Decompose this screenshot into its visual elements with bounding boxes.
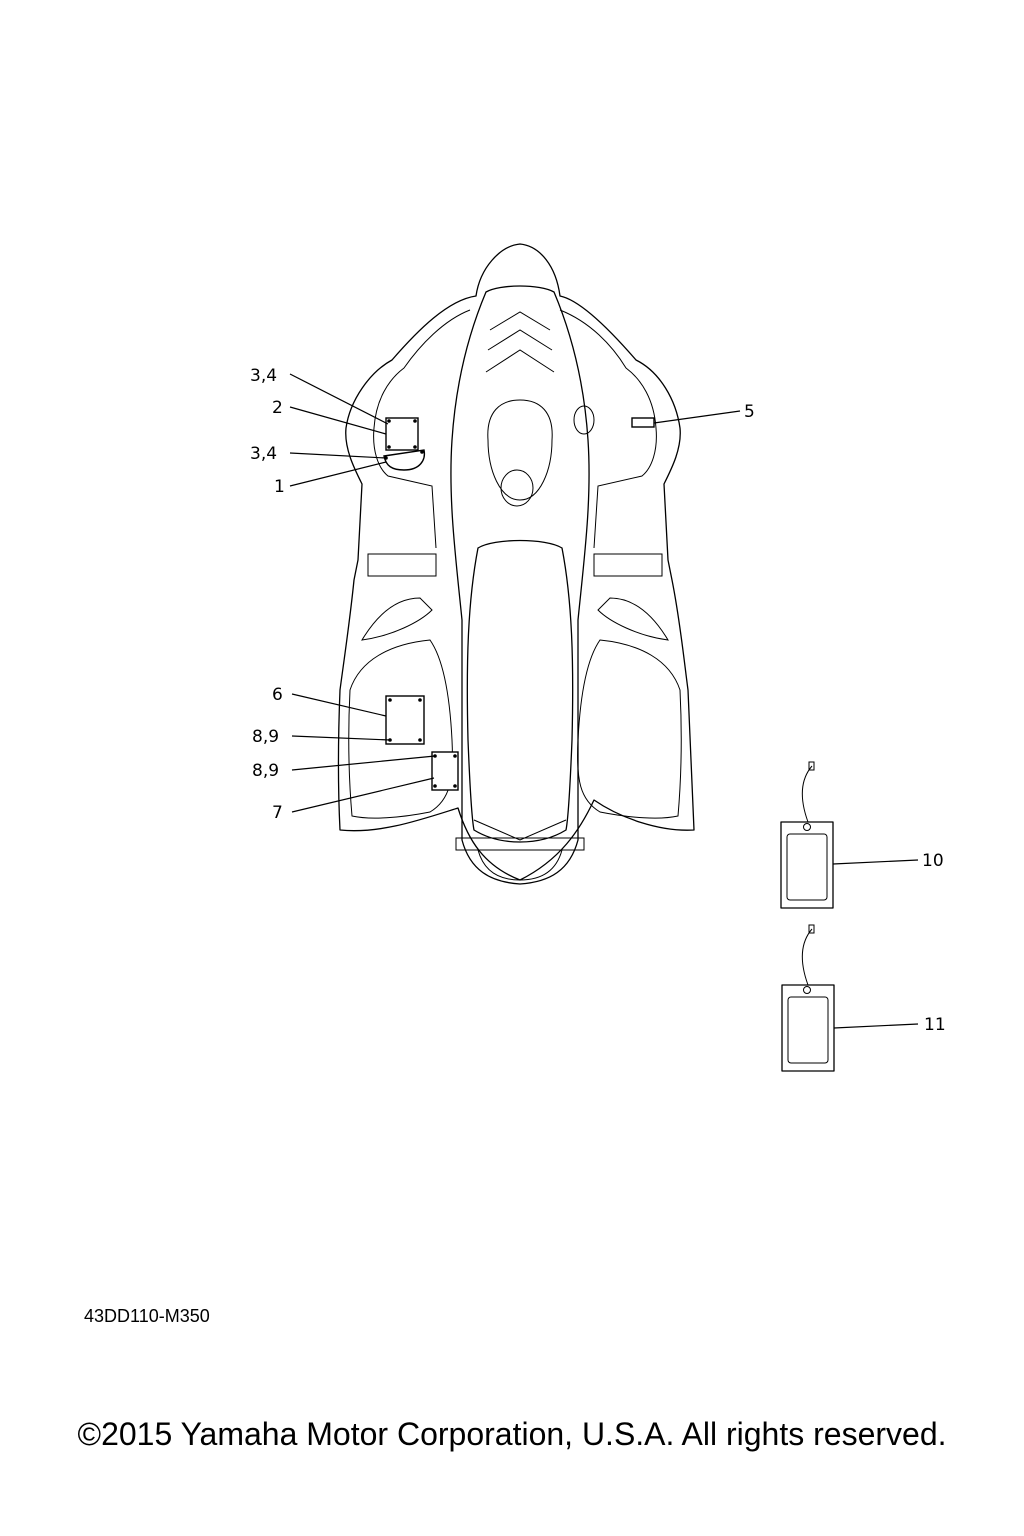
label-6 xyxy=(385,695,425,745)
hang-tag-10 xyxy=(780,761,834,909)
callout-5: 5 xyxy=(744,402,755,422)
callout-2: 2 xyxy=(272,398,283,418)
hull-labels xyxy=(383,417,655,791)
callout-10: 10 xyxy=(922,851,944,871)
seat xyxy=(466,539,574,843)
hull-outline xyxy=(337,243,695,881)
copyright-notice: ©2015 Yamaha Motor Corporation, U.S.A. A… xyxy=(77,1416,947,1452)
callout-11: 11 xyxy=(924,1015,946,1035)
watercraft-top-view xyxy=(337,243,695,885)
leader-lines xyxy=(289,373,919,1029)
label-1 xyxy=(383,449,426,471)
callouts: 3,4 2 3,4 1 5 6 8,9 8,9 7 10 11 xyxy=(250,366,946,1035)
hang-tag-11 xyxy=(781,924,835,1072)
stern-platform xyxy=(455,837,585,851)
label-7 xyxy=(431,751,459,791)
callout-3-4-upper: 3,4 xyxy=(250,366,277,386)
deck-spine xyxy=(450,285,590,885)
left-footwell-strip xyxy=(367,553,437,577)
label-5 xyxy=(631,417,655,428)
callout-8-9-lower: 8,9 xyxy=(252,761,279,781)
label-2 xyxy=(385,417,419,451)
callout-6: 6 xyxy=(272,685,283,705)
right-footwell xyxy=(577,639,682,819)
diagram-code: 43DD110-M350 xyxy=(84,1306,210,1326)
right-footwell-strip xyxy=(593,553,663,577)
callout-8-9-upper: 8,9 xyxy=(252,727,279,747)
steering-hub xyxy=(500,469,534,507)
callout-3-4-lower: 3,4 xyxy=(250,444,277,464)
handlebar-pod xyxy=(487,399,553,501)
callout-1: 1 xyxy=(274,477,285,497)
callout-7: 7 xyxy=(272,803,283,823)
